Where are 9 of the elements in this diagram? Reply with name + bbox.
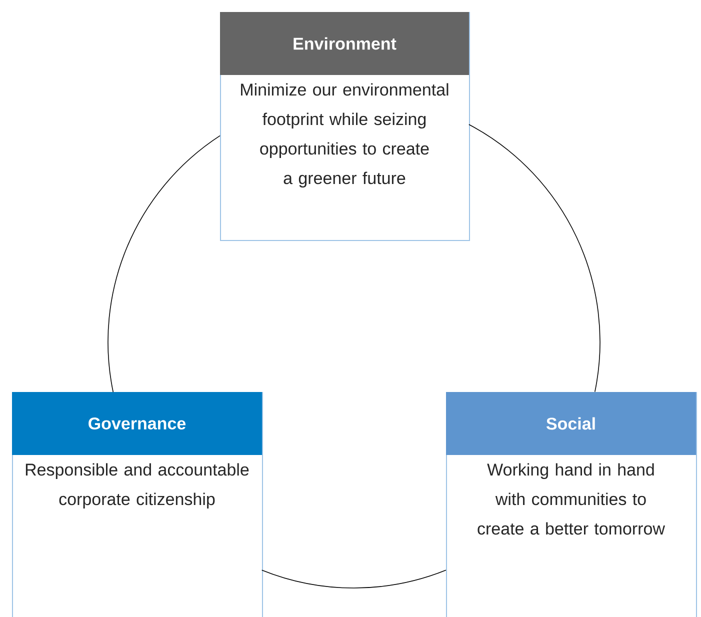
- header-band: Environment: [220, 12, 469, 75]
- header-band: Social: [446, 392, 696, 455]
- header-band: Governance: [12, 392, 262, 455]
- card-text: Responsible and accountable corporate citizenship: [26, 463, 249, 509]
- connector-arc: [261, 570, 446, 588]
- card-text: Working hand in hand with communities to create a better tomorrow: [478, 463, 666, 535]
- card-text: Minimize our environmental footprint while seizing opportunities to create a greener future: [241, 83, 448, 188]
- connector-arc: [468, 124, 600, 392]
- connector-arc: [108, 135, 220, 392]
